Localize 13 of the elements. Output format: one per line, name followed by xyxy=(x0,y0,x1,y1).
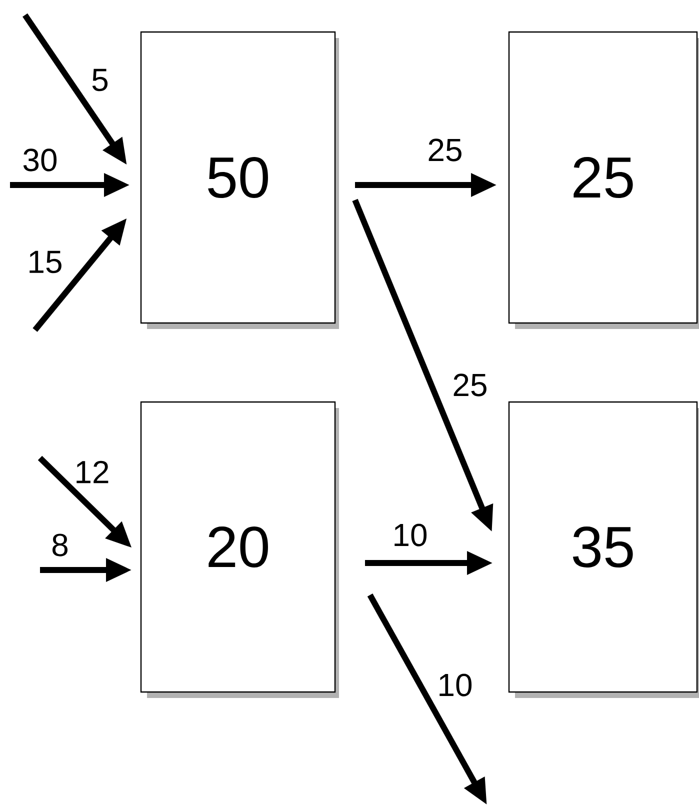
number-box: 25 xyxy=(508,31,699,329)
edge-label: 30 xyxy=(21,148,59,172)
edge-label: 25 xyxy=(451,372,489,398)
number-box: 35 xyxy=(508,401,699,698)
edge-label: 12 xyxy=(73,460,111,484)
number-box: 20 xyxy=(140,401,339,698)
edge-label: 8 xyxy=(50,532,70,558)
edge-label: 15 xyxy=(26,250,64,274)
edge-label: 5 xyxy=(90,68,110,92)
edge-label: 25 xyxy=(426,138,464,162)
number-box: 50 xyxy=(140,31,339,329)
edge-label: 10 xyxy=(436,672,474,698)
edge-label: 10 xyxy=(391,522,429,548)
